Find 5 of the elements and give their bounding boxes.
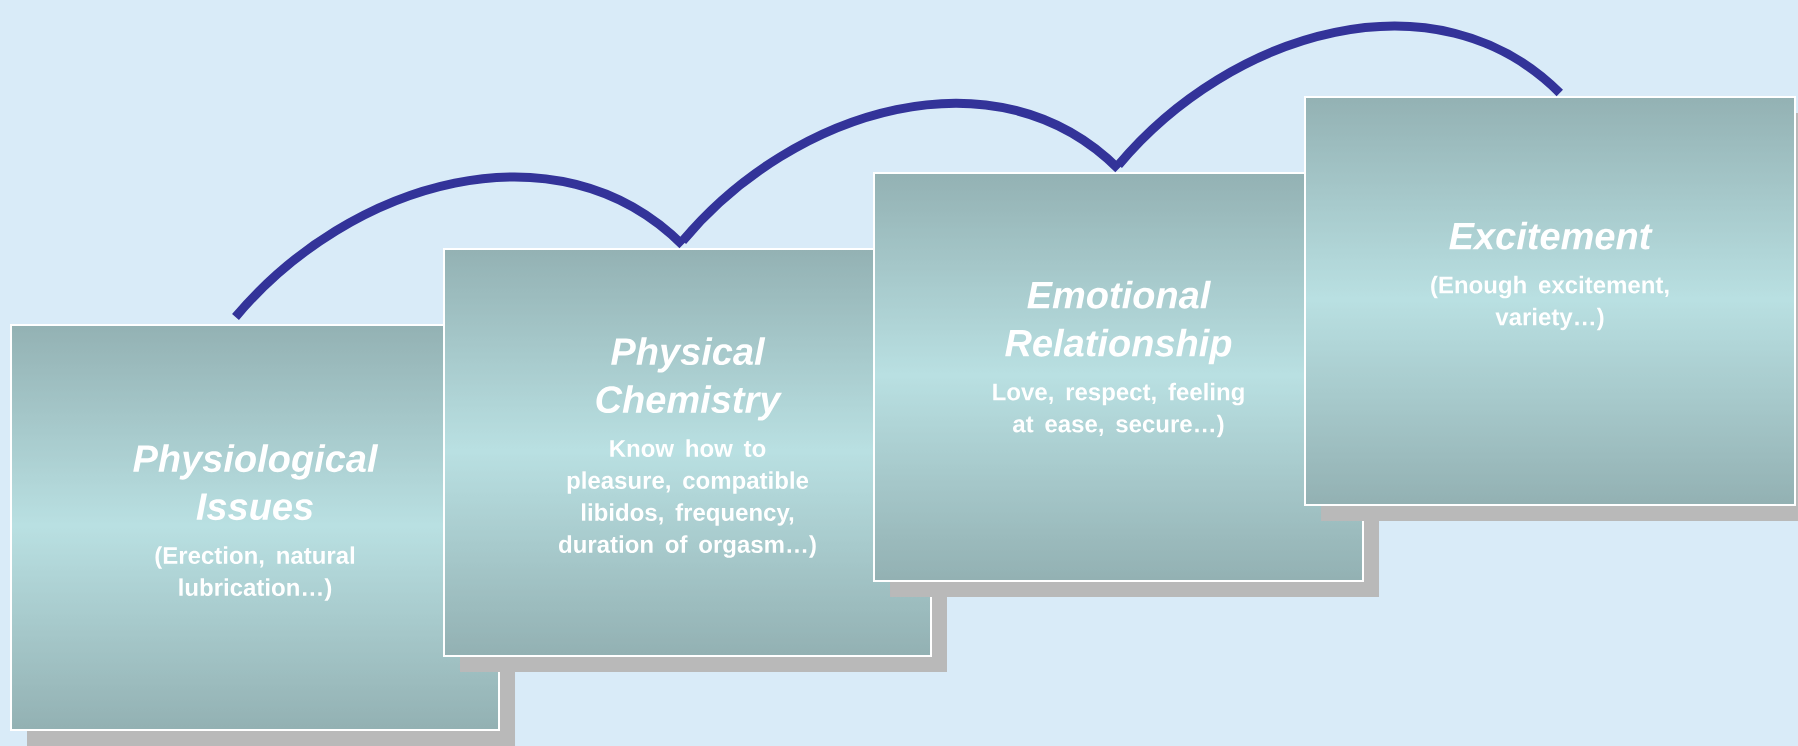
arc-connector	[232, 173, 686, 321]
process-box: Physical Chemistry Know how to pleasure, compatible libidos, frequency, duration of orgasm…)	[443, 248, 947, 672]
process-box: Excitement (Enough excitement, variety…)	[1304, 96, 1798, 521]
arc-connector	[1115, 22, 1563, 169]
arc-connector	[679, 99, 1122, 245]
